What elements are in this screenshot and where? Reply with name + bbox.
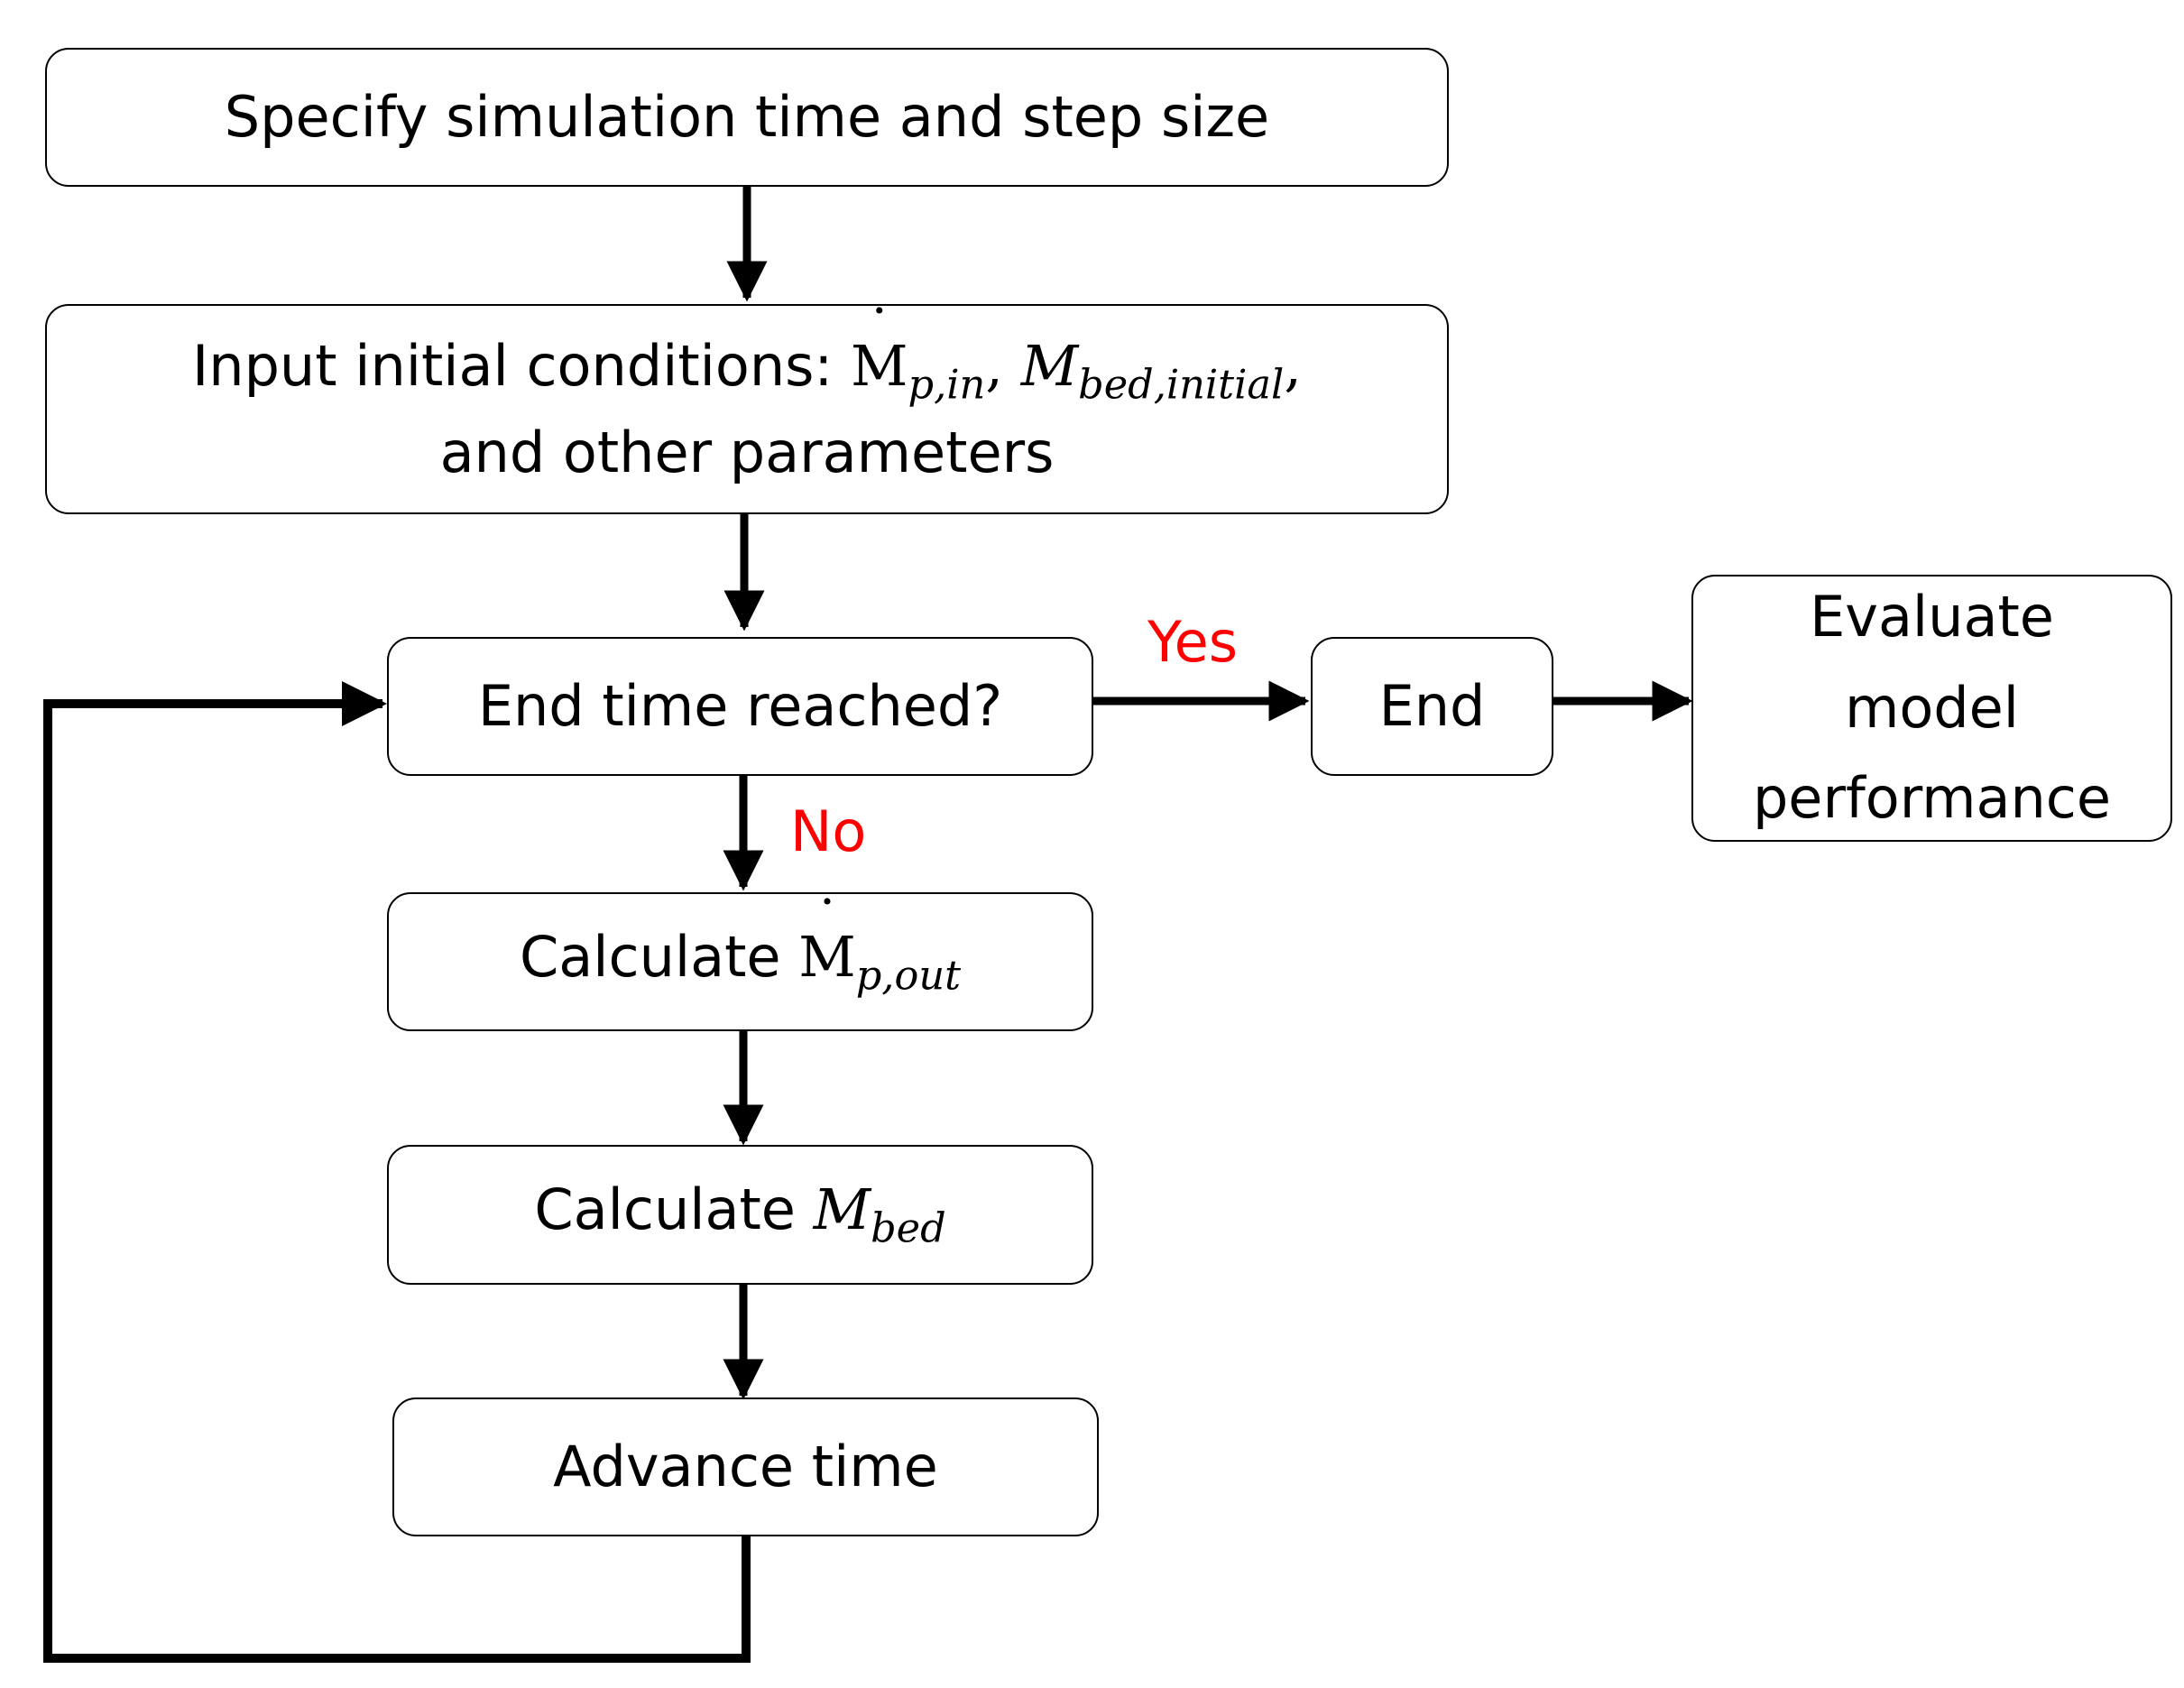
calculate-mdot-out-prefix: Calculate bbox=[519, 923, 799, 990]
input-trailing-comma: , bbox=[1284, 332, 1302, 399]
advance-time-label: Advance time bbox=[553, 1434, 938, 1500]
calculate-m-bed-label: Calculate Mbed bbox=[534, 1177, 945, 1252]
input-conditions-prefix: Input initial conditions: bbox=[192, 332, 852, 399]
specify-step-label: Specify simulation time and step size bbox=[224, 84, 1270, 151]
branch-label-yes: Yes bbox=[1147, 609, 1239, 675]
m-bed-m: M bbox=[813, 1176, 871, 1243]
advance-time-box: Advance time bbox=[392, 1397, 1099, 1536]
calculate-m-bed-box: Calculate Mbed bbox=[387, 1145, 1093, 1285]
input-conditions-line2: and other parameters bbox=[439, 420, 1055, 486]
loop-back-line bbox=[43, 681, 751, 1663]
end-label: End bbox=[1378, 673, 1486, 740]
mdot-p-out-symbol: Mp,out bbox=[798, 890, 961, 999]
m-bed-subscript: bed bbox=[871, 1204, 946, 1252]
mdot-p-in-symbol: Mp,in bbox=[851, 299, 985, 408]
branch-label-no: No bbox=[790, 798, 867, 864]
m-bed-initial-symbol: Mbed,initial bbox=[1020, 332, 1285, 407]
end-time-decision-box: End time reached? bbox=[387, 637, 1093, 776]
m-bed-symbol: Mbed bbox=[813, 1176, 946, 1251]
end-box: End bbox=[1311, 637, 1553, 776]
input-conditions-line1: Input initial conditions: Mp,in, Mbed,in… bbox=[192, 299, 1302, 409]
mdot-p-in-subscript: p,in bbox=[908, 360, 986, 408]
specify-step-box: Specify simulation time and step size bbox=[45, 48, 1449, 187]
calculate-mdot-out-box: Calculate Mp,out bbox=[387, 890, 1093, 1031]
evaluate-line-3: performance bbox=[1752, 765, 2112, 832]
input-conditions-box: Input initial conditions: Mp,in, Mbed,in… bbox=[45, 299, 1449, 514]
end-time-decision-label: End time reached? bbox=[477, 673, 1003, 740]
mdot-m: M bbox=[851, 299, 908, 398]
calculate-mdot-out-label: Calculate Mp,out bbox=[519, 890, 961, 1000]
mdot-out-m: M bbox=[798, 890, 856, 989]
calculate-m-bed-prefix: Calculate bbox=[534, 1176, 814, 1243]
m-bed-initial-subscript: bed,initial bbox=[1078, 360, 1285, 408]
evaluate-performance-box: Evaluate model performance bbox=[1691, 575, 2172, 842]
evaluate-line-1: Evaluate bbox=[1810, 584, 2054, 650]
input-separator: , bbox=[985, 332, 1021, 399]
m-bed-initial-m: M bbox=[1020, 332, 1079, 399]
evaluate-line-2: model bbox=[1844, 674, 2020, 741]
mdot-p-out-subscript: p,out bbox=[855, 951, 962, 999]
